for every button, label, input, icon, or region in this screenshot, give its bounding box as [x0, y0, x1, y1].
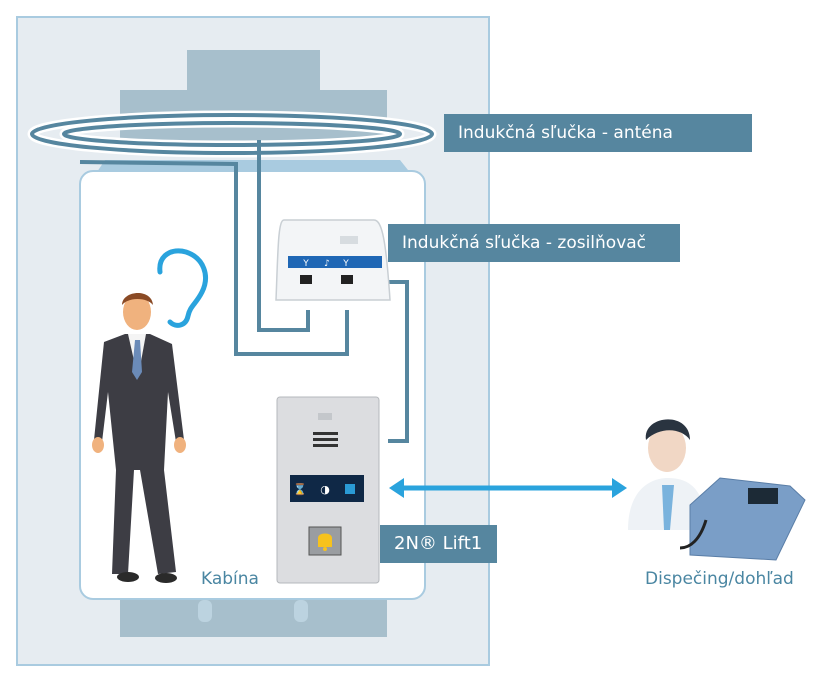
port-right	[341, 275, 353, 284]
2n-logo	[318, 413, 332, 420]
lift1-device: ⌛ ◑	[276, 396, 380, 584]
cable-loop-outer	[79, 160, 349, 356]
cabin-label: Kabína	[201, 569, 259, 589]
bell-icon	[318, 533, 332, 547]
antenna-label: Indukčná sľučka - anténa	[444, 114, 752, 152]
amplifier-icon-strip	[288, 256, 382, 268]
phone-display	[748, 488, 778, 504]
arrow-left-head	[389, 478, 404, 498]
cable-loop-inner	[257, 140, 310, 332]
hearing-loop-icon: ♪	[324, 259, 330, 269]
buffer-slot	[294, 600, 308, 622]
top-machine-block	[187, 50, 320, 90]
speaker-grille	[313, 432, 338, 435]
speaking-icon: ◑	[320, 483, 330, 496]
induction-loop-antenna	[27, 110, 437, 158]
2n-logo	[340, 236, 358, 244]
speaker-grille	[313, 438, 338, 441]
hourglass-icon: ⌛	[293, 483, 307, 496]
ear-icon	[157, 248, 208, 328]
desk-phone-icon	[679, 477, 806, 561]
bidirectional-arrow	[389, 478, 627, 498]
connected-icon	[345, 484, 355, 494]
dispatch-label: Dispečing/dohľad	[645, 569, 794, 589]
amplifier-label: Indukčná sľučka - zosilňovač	[388, 224, 680, 262]
cable-amplifier-lift1	[388, 280, 409, 443]
phone-cord	[679, 519, 708, 550]
antenna-icon: Y	[302, 259, 309, 269]
induction-loop-amplifier-device: Y ♪ Y	[275, 219, 391, 301]
loop-cables	[79, 140, 409, 443]
arrow-right-head	[612, 478, 627, 498]
buffer-slot	[198, 600, 212, 622]
speaker-grille	[313, 444, 338, 447]
antenna-icon: Y	[342, 259, 349, 269]
bottom-buffer	[120, 600, 387, 637]
person-passenger-icon	[92, 292, 186, 583]
port-left	[300, 275, 312, 284]
dispatcher-icon	[628, 419, 706, 530]
lift1-label: 2N® Lift1	[380, 525, 497, 563]
